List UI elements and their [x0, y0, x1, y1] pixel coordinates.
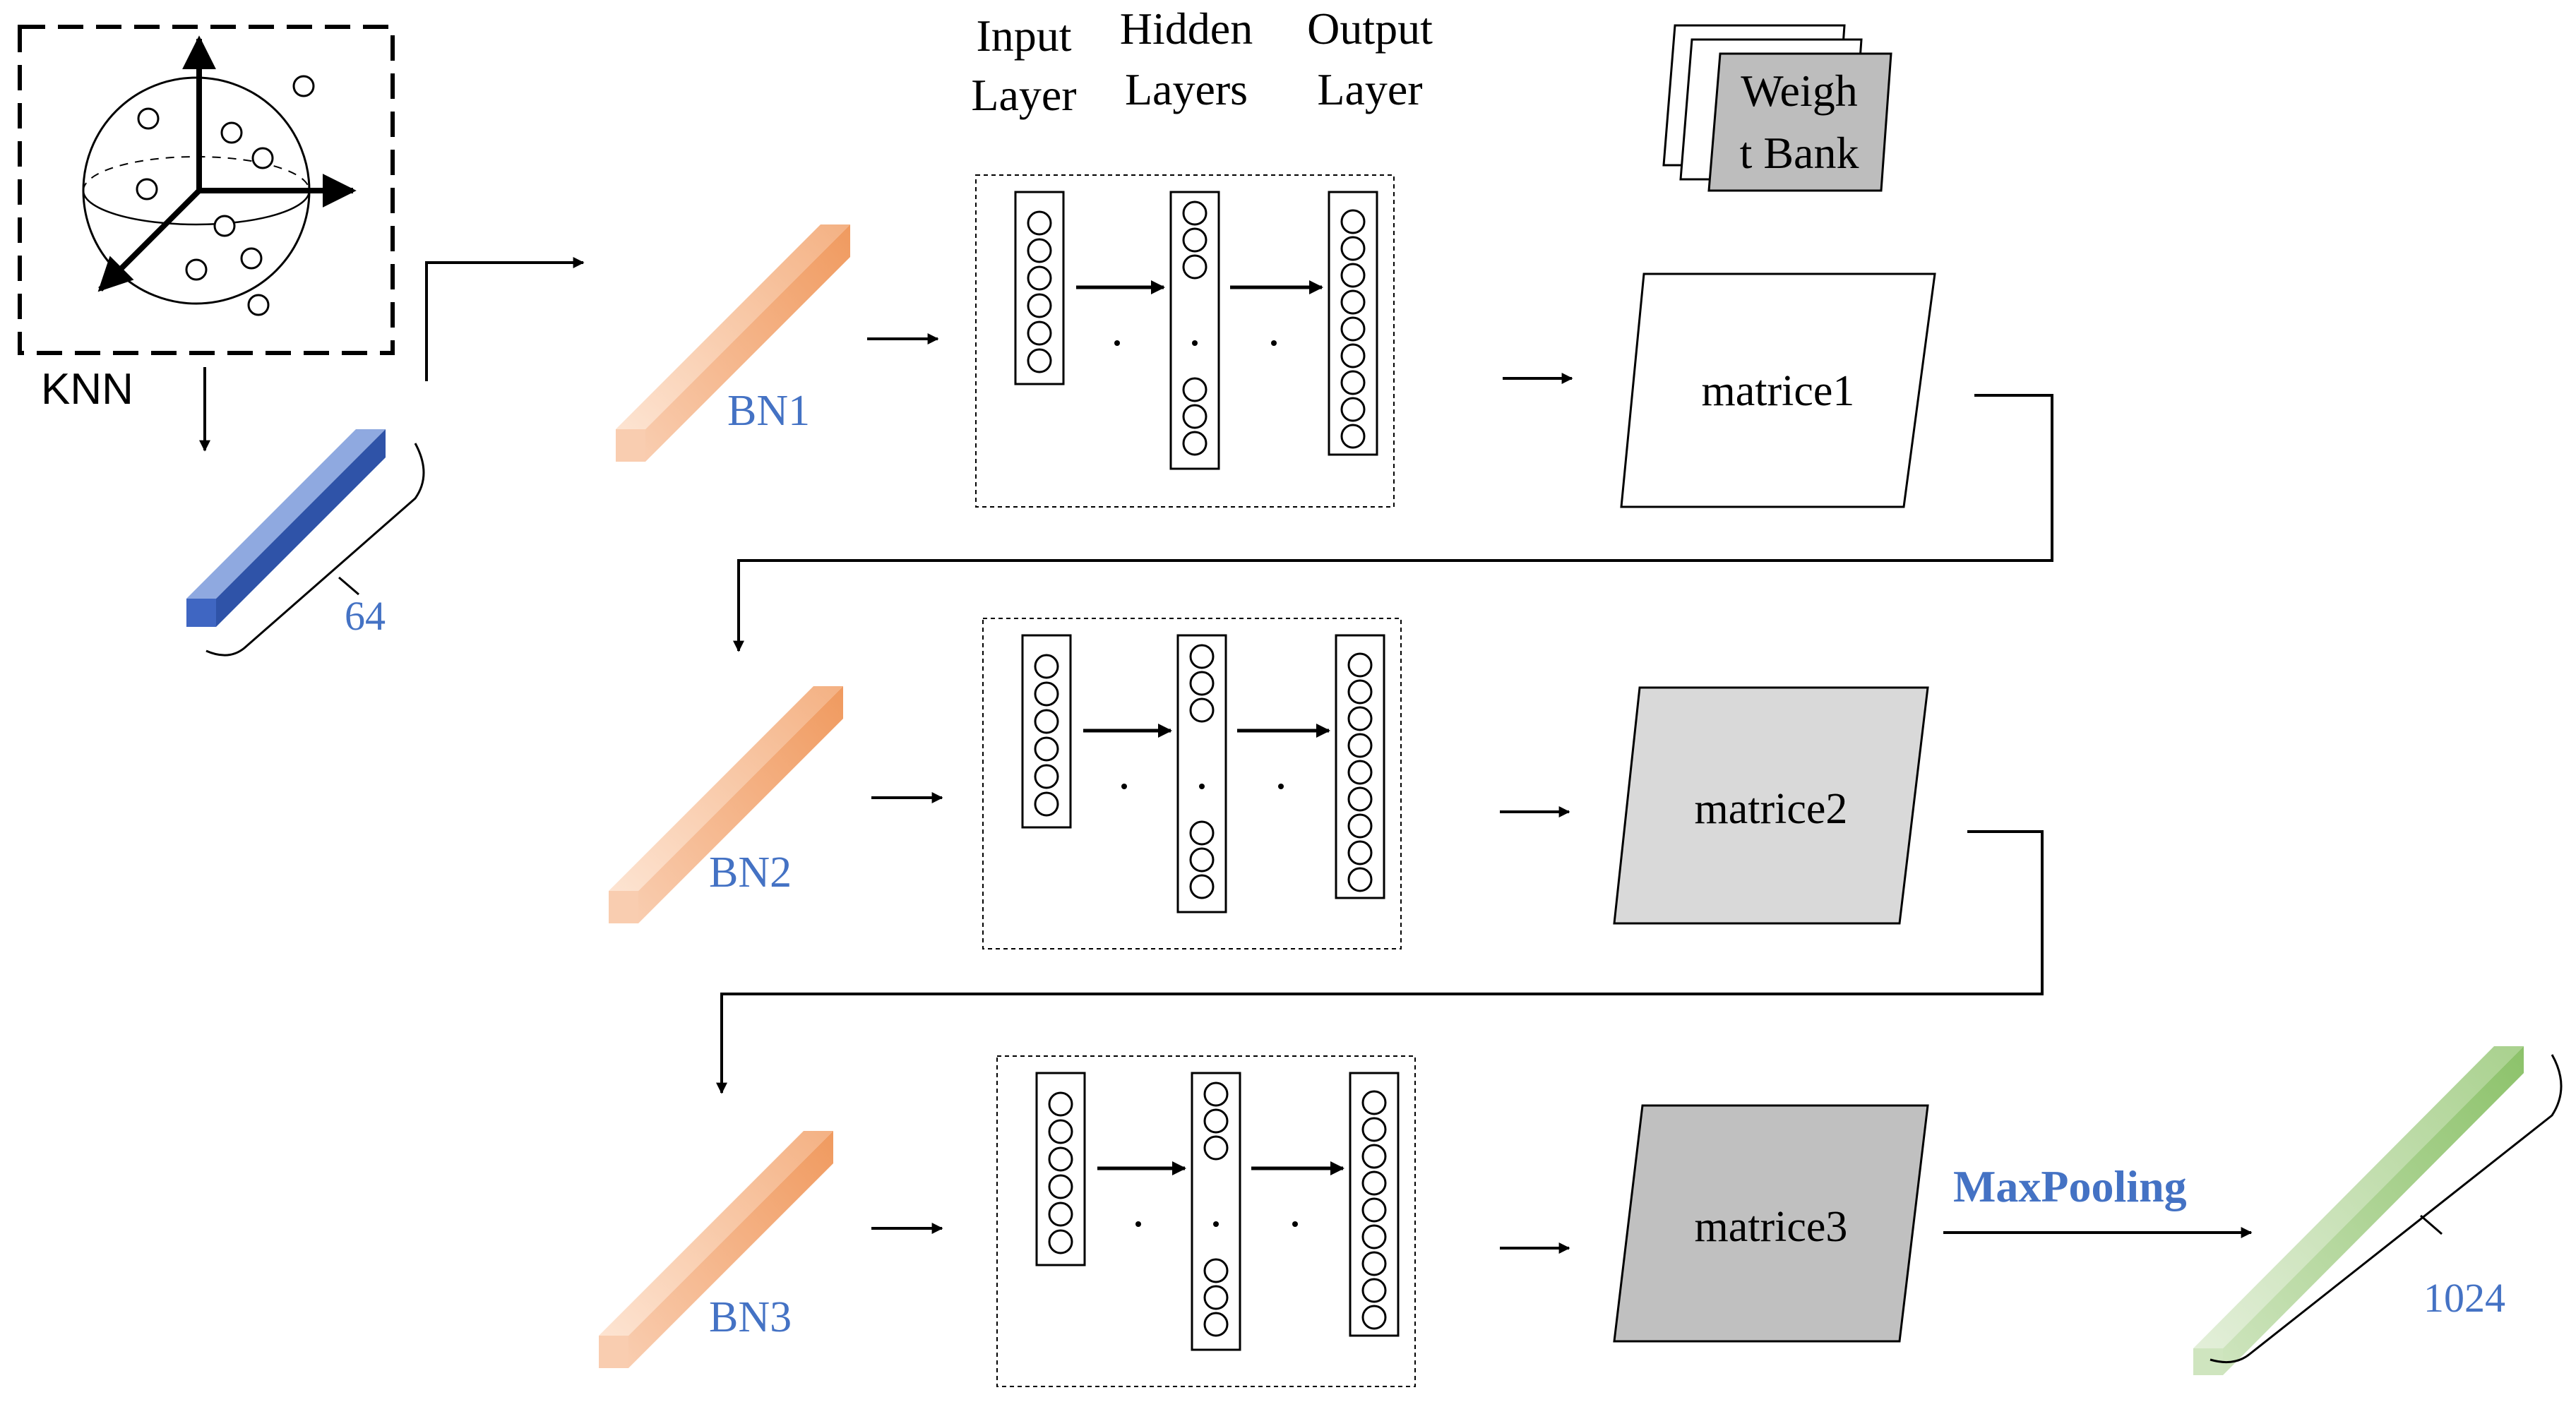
hidden-layers-title-line1: Hidden [1120, 4, 1253, 54]
cloud-to-bn1-arrow [425, 257, 585, 381]
bn-label: BN2 [709, 849, 792, 897]
matrix-shape [1613, 686, 1929, 925]
weight-bank-label-line1: Weigh [1741, 66, 1857, 116]
ellipsis-dot [1121, 784, 1127, 789]
input-feature-brace [205, 443, 425, 657]
stage1-to-stage2-connector [733, 394, 2053, 652]
bn-bar [599, 1131, 833, 1368]
input-layer-title-line1: Input [976, 11, 1071, 61]
output-layer-title-line2: Layer [1317, 64, 1422, 114]
matrix-label: matrice1 [1702, 367, 1855, 415]
knn-label: KNN [41, 365, 133, 414]
bn-bar [616, 224, 850, 462]
hidden-layers-column [1191, 1072, 1241, 1351]
weight-bank-label-line2: t Bank [1740, 128, 1859, 178]
sphere-equator [82, 190, 311, 226]
matrix-shape [1613, 1104, 1929, 1343]
bn-label: BN1 [727, 387, 810, 435]
input-layer-title-line2: Layer [971, 70, 1076, 120]
maxpooling-label: MaxPooling [1953, 1161, 2187, 1211]
input-dimension-label: 64 [345, 593, 386, 639]
weight-bank: Weigh t Bank [1662, 24, 1892, 192]
hidden-layers-title-line2: Layers [1125, 64, 1248, 114]
ellipsis-dot [1114, 340, 1120, 346]
neural-network-box [996, 1055, 1416, 1387]
sample-points [136, 75, 315, 316]
stage-1: BN1 matrice1 [616, 174, 1936, 508]
ellipsis-dot [1135, 1221, 1141, 1227]
ellipsis-dot [1278, 784, 1284, 789]
neural-network-box [982, 618, 1402, 949]
output-feature-brace [2210, 1054, 2563, 1364]
output-dimension-label: 1024 [2423, 1275, 2505, 1321]
input-layer-column [1035, 1072, 1086, 1266]
hidden-layers-column [1176, 634, 1227, 913]
point-cloud-panel [18, 25, 395, 355]
ellipsis-dot [1292, 1221, 1298, 1227]
stage2-to-stage3-connector [716, 830, 2044, 1094]
output-layer-column [1335, 634, 1385, 899]
neural-network [996, 1055, 1416, 1387]
stage-2: BN2 matrice2 [609, 618, 1929, 949]
neural-network-box [975, 174, 1395, 508]
axis-arrows [97, 35, 357, 292]
matrix-shape [1620, 272, 1936, 508]
output-layer-column [1349, 1072, 1400, 1337]
hidden-layers-column [1169, 191, 1220, 470]
output-layer-column [1328, 191, 1378, 456]
matrix-label: matrice3 [1695, 1203, 1848, 1251]
output-layer-title-line1: Output [1307, 4, 1433, 54]
input-feature-bar [186, 429, 386, 627]
stage-3: BN3 matrice3 [599, 1055, 1929, 1387]
ellipsis-dot [1271, 340, 1277, 346]
bn-bar [609, 686, 843, 923]
neural-network [982, 618, 1402, 949]
matrix-label: matrice2 [1695, 785, 1848, 833]
input-layer-column [1021, 634, 1072, 829]
bn-label: BN3 [709, 1293, 792, 1341]
output-feature-bar [2193, 1046, 2524, 1375]
neural-network [975, 174, 1395, 508]
input-layer-column [1014, 191, 1065, 385]
